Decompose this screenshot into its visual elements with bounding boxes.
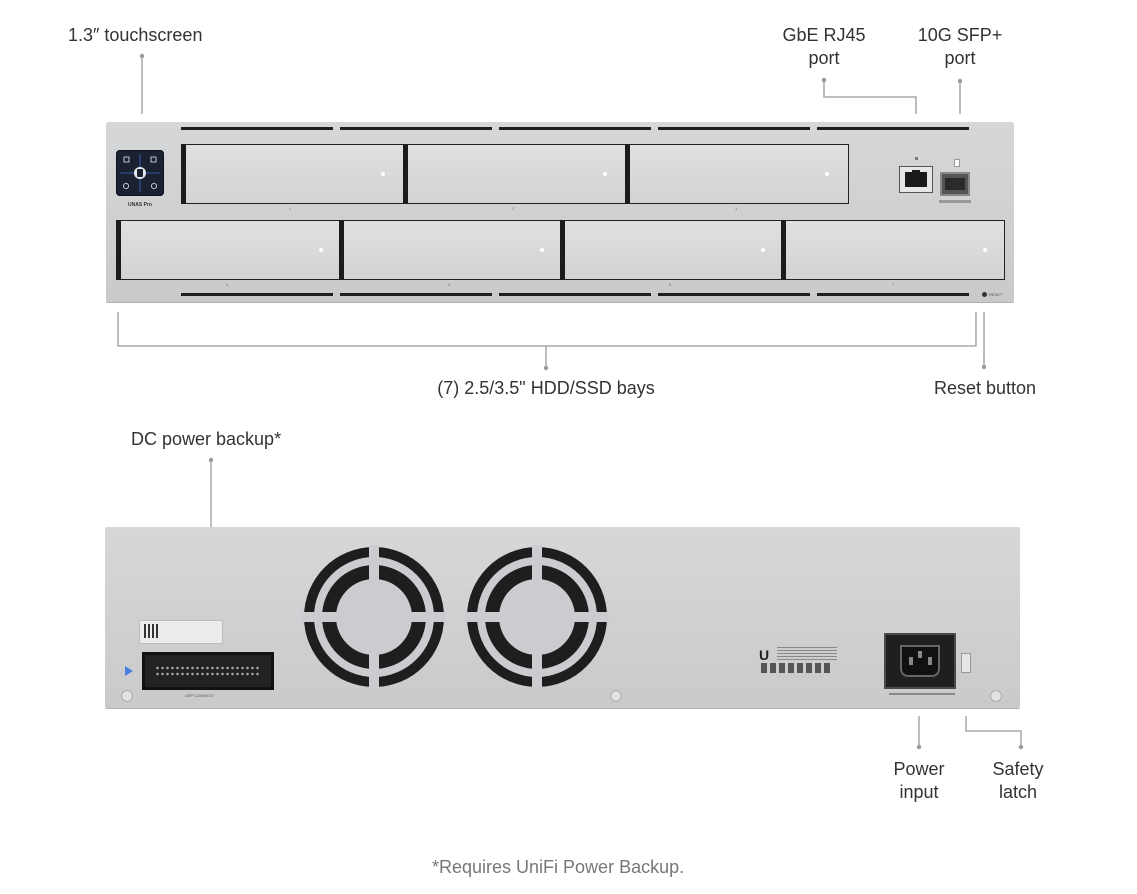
rj45-led bbox=[915, 157, 918, 160]
bay-number: 7 bbox=[892, 282, 895, 287]
arrow-icon bbox=[125, 666, 133, 676]
bay-number: 6 bbox=[669, 282, 672, 287]
touchscreen-label: 1.3″ touchscreen bbox=[68, 25, 203, 45]
qr-label bbox=[139, 620, 223, 644]
reset-text: RESET bbox=[989, 292, 1003, 297]
rj45-port[interactable] bbox=[899, 166, 933, 193]
bays-callout: (7) 2.5/3.5" HDD/SSD bays bbox=[396, 377, 696, 400]
compliance-marks-icon bbox=[761, 663, 833, 673]
safety-latch-label-line1: Safety bbox=[992, 759, 1044, 779]
drive-bay-1[interactable] bbox=[181, 144, 405, 204]
safety-latch[interactable] bbox=[961, 653, 971, 673]
dc-backup-connector[interactable] bbox=[142, 652, 274, 690]
power-input-socket[interactable] bbox=[884, 633, 956, 689]
power-rating-text bbox=[889, 693, 955, 695]
safety-latch-label-line2: latch bbox=[998, 782, 1038, 802]
compliance-text bbox=[777, 647, 837, 661]
power-input-label-line2: input bbox=[899, 782, 939, 802]
sfp-led bbox=[954, 159, 960, 167]
drive-bay-3[interactable] bbox=[625, 144, 849, 204]
fan-vent-1 bbox=[302, 545, 446, 689]
power-input-label-line1: Power bbox=[893, 759, 945, 779]
vent-slot bbox=[658, 127, 810, 130]
bay-number: 4 bbox=[226, 282, 229, 287]
drive-bay-2[interactable] bbox=[403, 144, 627, 204]
rj45-label-line1: GbE RJ45 bbox=[782, 25, 866, 45]
connector-label: USP CONNECT bbox=[185, 693, 215, 698]
bay-number: 2 bbox=[512, 206, 515, 211]
vent-slot bbox=[181, 293, 333, 296]
vent-slot bbox=[181, 127, 333, 130]
sfp-cage bbox=[945, 178, 965, 190]
bays-label: (7) 2.5/3.5" HDD/SSD bays bbox=[437, 378, 655, 398]
footnote: *Requires UniFi Power Backup. bbox=[432, 857, 685, 877]
safety-latch-callout: Safety latch bbox=[978, 758, 1058, 804]
ubiquiti-logo: U bbox=[759, 647, 770, 663]
drive-bay-4[interactable] bbox=[116, 220, 341, 280]
sfp-callout: 10G SFP+ port bbox=[906, 24, 1014, 70]
touchscreen-ui-icon bbox=[120, 154, 160, 192]
front-panel: UNAS Pro 1 2 3 4 5 6 7 RESET bbox=[106, 122, 1014, 302]
dc-backup-label: DC power backup* bbox=[131, 429, 282, 449]
sfp-label-plate bbox=[939, 200, 971, 203]
rj45-socket bbox=[905, 172, 927, 187]
drive-bay-5[interactable] bbox=[339, 220, 562, 280]
vent-slot bbox=[340, 293, 492, 296]
model-label: UNAS Pro bbox=[128, 202, 152, 208]
iec-inlet bbox=[900, 645, 940, 677]
rj45-callout: GbE RJ45 port bbox=[770, 24, 878, 70]
sfp-label-line1: 10G SFP+ bbox=[917, 25, 1003, 45]
bay-number: 3 bbox=[735, 206, 738, 211]
vent-slot bbox=[340, 127, 492, 130]
rj45-notch bbox=[912, 170, 920, 173]
screw-icon bbox=[990, 690, 1002, 702]
rear-panel: USP CONNECT U bbox=[105, 527, 1020, 708]
touchscreen-callout: 1.3″ touchscreen bbox=[68, 24, 202, 47]
vent-slot bbox=[499, 127, 651, 130]
reset-label: Reset button bbox=[933, 378, 1037, 398]
vent-slot bbox=[817, 127, 969, 130]
drive-bay-6[interactable] bbox=[560, 220, 783, 280]
power-input-callout: Power input bbox=[879, 758, 959, 804]
connector-pins bbox=[155, 665, 261, 677]
reset-button[interactable] bbox=[982, 292, 987, 297]
screw-icon bbox=[610, 690, 622, 702]
reset-callout: Reset button bbox=[924, 377, 1046, 400]
screw-icon bbox=[121, 690, 133, 702]
sfp-label-line2: port bbox=[944, 48, 976, 68]
fan-vent-2 bbox=[465, 545, 609, 689]
vent-slot bbox=[499, 293, 651, 296]
dc-backup-callout: DC power backup* bbox=[131, 428, 281, 451]
vent-slot bbox=[658, 293, 810, 296]
sfp-port[interactable] bbox=[940, 172, 970, 196]
rj45-label-line2: port bbox=[808, 48, 840, 68]
bay-number: 5 bbox=[448, 282, 451, 287]
vent-slot bbox=[817, 293, 969, 296]
touchscreen[interactable] bbox=[116, 150, 164, 196]
bay-number: 1 bbox=[289, 206, 292, 211]
drive-bay-7[interactable] bbox=[781, 220, 1005, 280]
qr-code-icon bbox=[144, 624, 158, 638]
